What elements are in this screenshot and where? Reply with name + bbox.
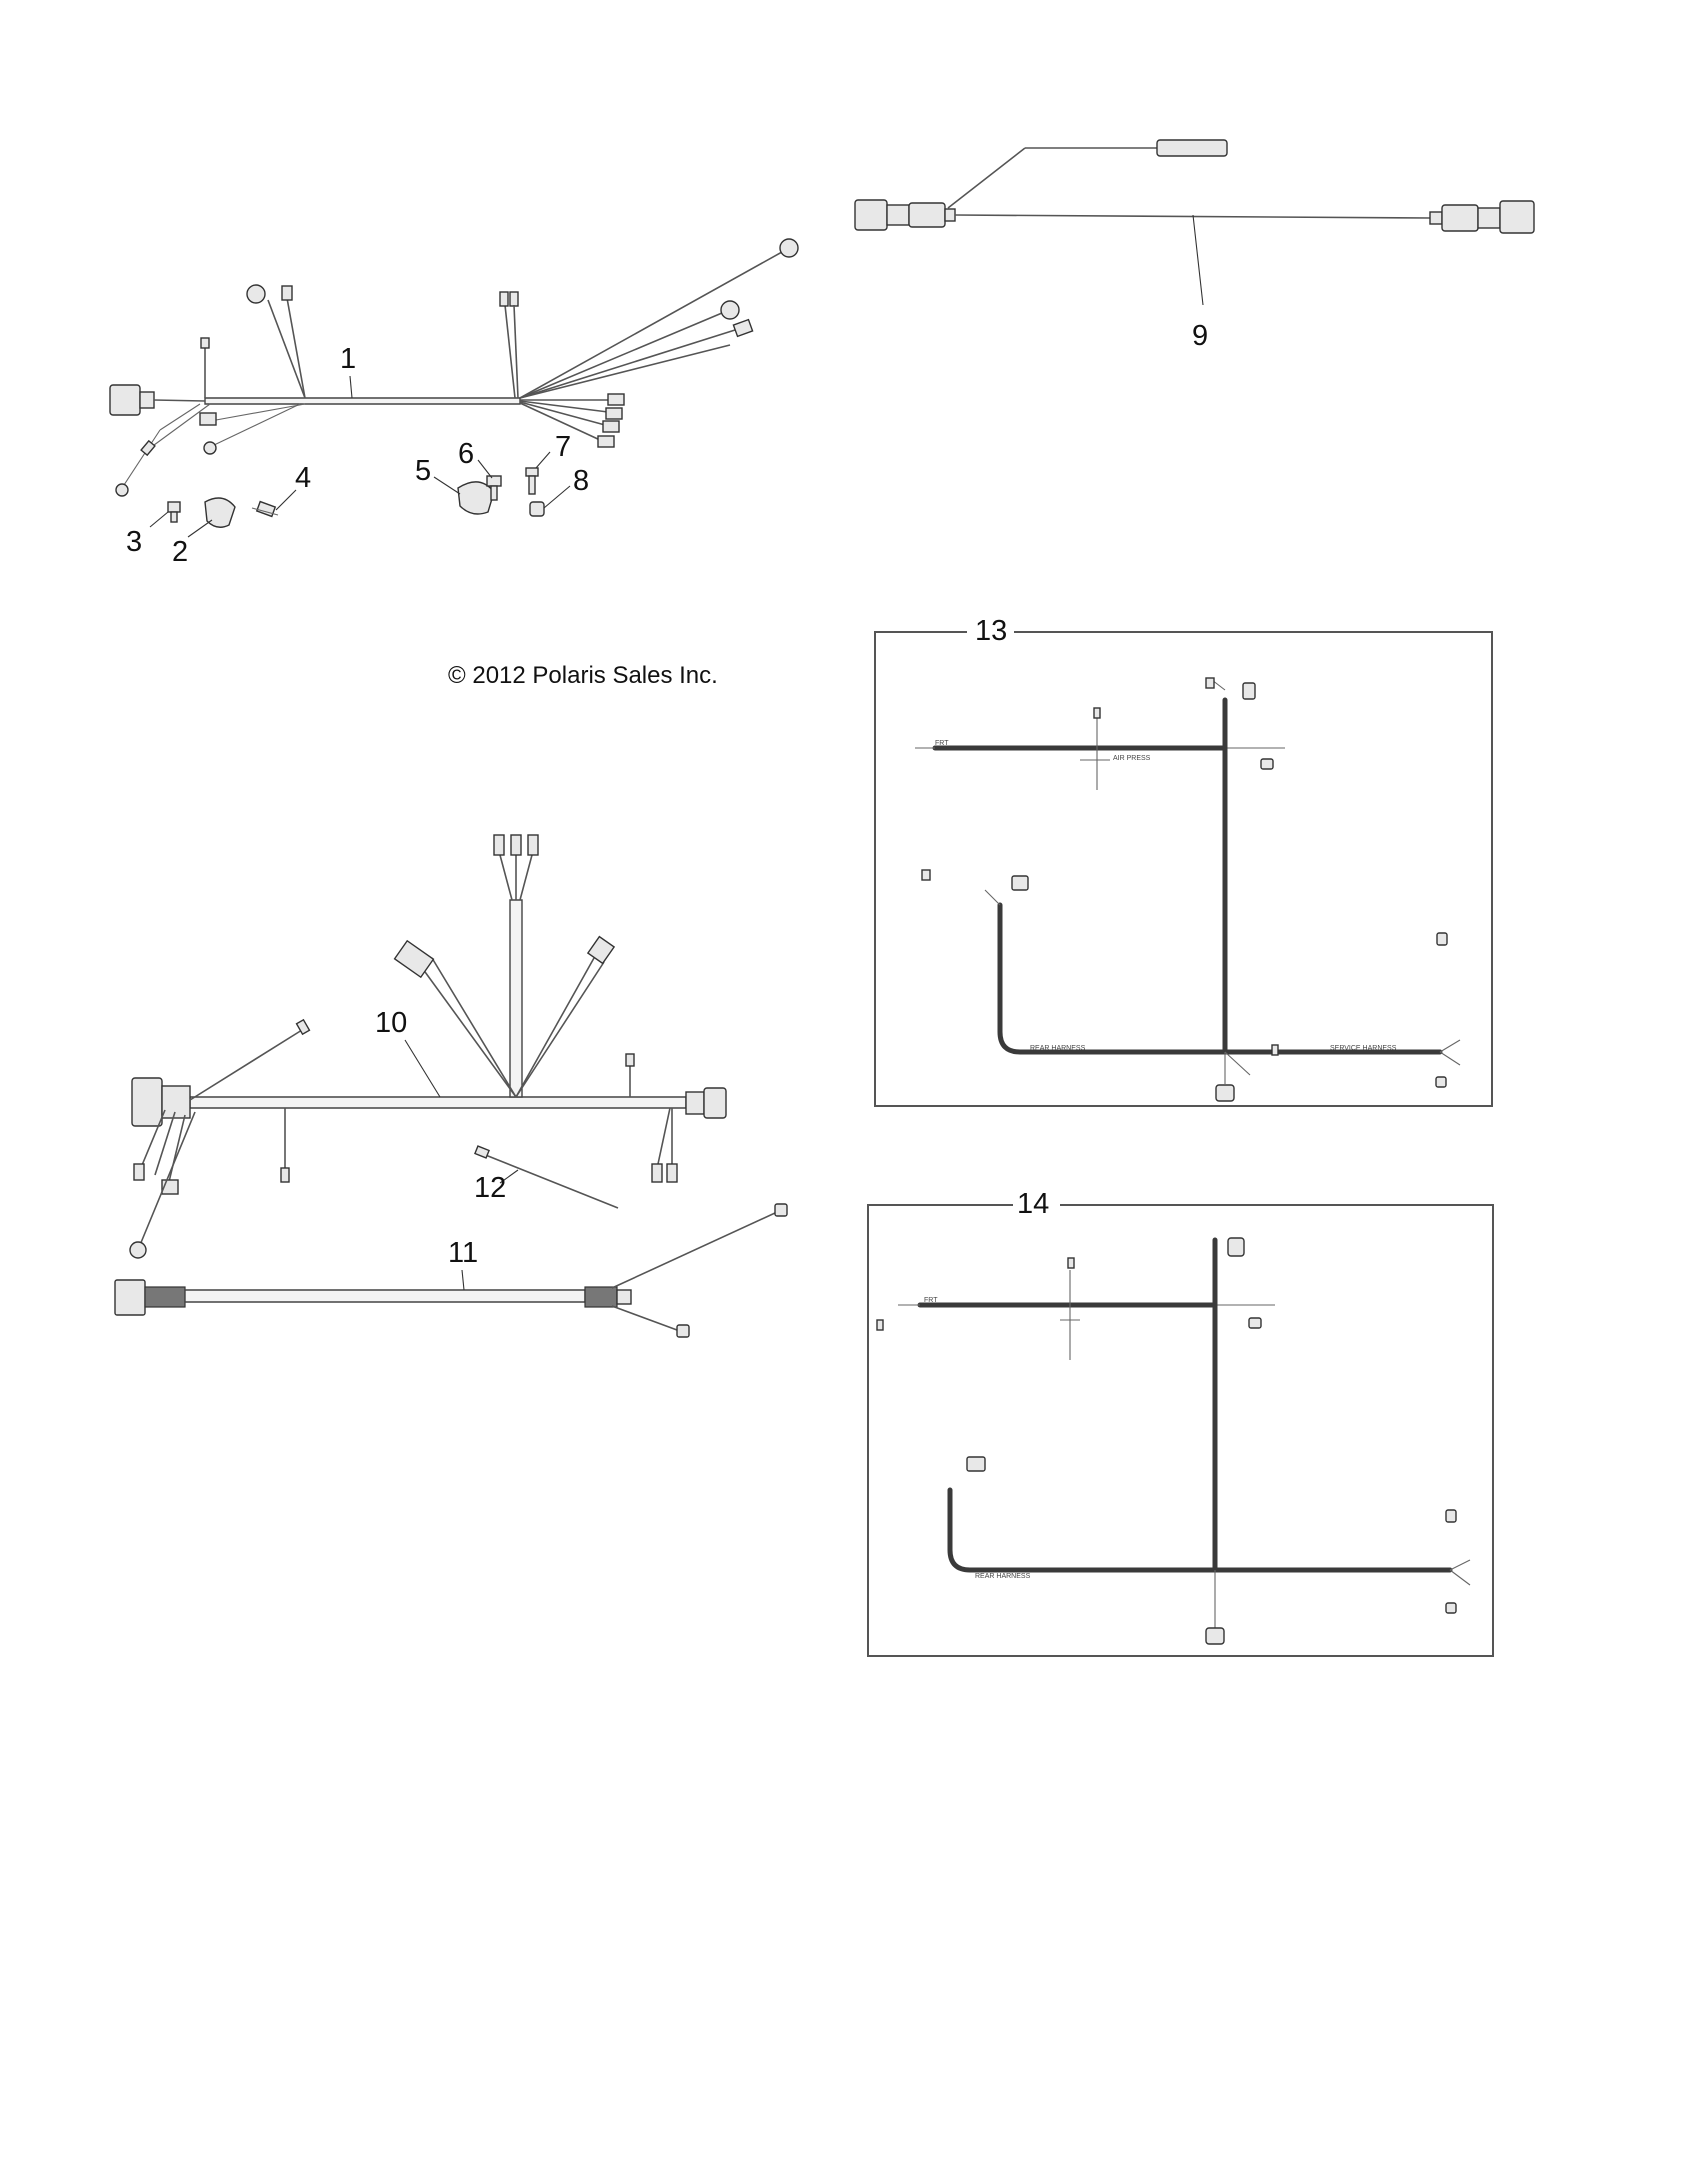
callout-12: 12	[474, 1172, 506, 1204]
callout-7: 7	[555, 431, 571, 463]
svg-text:FRT: FRT	[935, 740, 949, 747]
callout-3: 3	[126, 526, 142, 558]
callout-9: 9	[1192, 320, 1208, 352]
callout-10: 10	[375, 1007, 407, 1039]
svg-text:FRT: FRT	[924, 1297, 938, 1304]
cable-part-9: 9	[854, 139, 1535, 352]
callout-14: 14	[1017, 1188, 1049, 1220]
copyright-notice: © 2012 Polaris Sales Inc.	[448, 662, 718, 689]
callout-8: 8	[573, 465, 589, 497]
callout-2: 2	[172, 536, 188, 568]
callout-1: 1	[340, 343, 356, 375]
harness-part-10: 10	[129, 834, 727, 1259]
strap-part-12: 12	[474, 1145, 619, 1209]
callout-5: 5	[415, 455, 431, 487]
svg-text:REAR HARNESS: REAR HARNESS	[975, 1573, 1031, 1580]
svg-text:REAR HARNESS: REAR HARNESS	[1030, 1045, 1086, 1052]
hardware-parts-2-8: 3 2 4 5 6 7 8	[126, 431, 589, 568]
callout-11: 11	[448, 1237, 478, 1269]
svg-text:AIR PRESS: AIR PRESS	[1113, 755, 1151, 762]
harness-panel-13: 13 AIR PRESS FRT REAR HARNESS SERVICE HA…	[874, 615, 1493, 1107]
harness-panel-14: 14 FRT REAR HARNESS	[867, 1188, 1494, 1657]
callout-6: 6	[458, 438, 474, 470]
callout-13: 13	[975, 615, 1007, 647]
harness-part-11: 11	[114, 1203, 788, 1338]
harness-part-1: 1	[109, 238, 799, 497]
svg-text:SERVICE HARNESS: SERVICE HARNESS	[1330, 1045, 1397, 1052]
callout-4: 4	[295, 462, 311, 494]
